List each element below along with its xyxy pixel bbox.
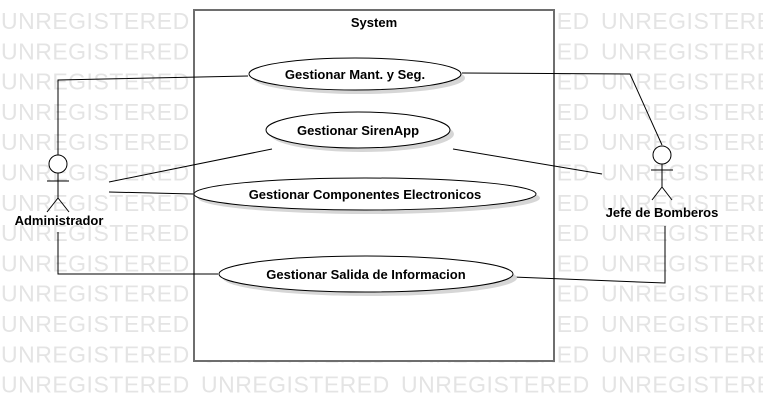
watermark-text: UNREGISTERED <box>1 250 190 276</box>
use-case-mant-label: Gestionar Mant. y Seg. <box>285 67 425 82</box>
use-case-mant[interactable]: Gestionar Mant. y Seg. <box>248 57 465 94</box>
watermark-text: UNREGISTERED <box>1 99 190 125</box>
actor-jefe-de-bomberos[interactable]: Jefe de Bomberos <box>606 145 719 220</box>
watermark-text: UNREGISTERED <box>601 69 763 95</box>
association-admin-siren[interactable] <box>108 148 273 183</box>
association-admin-componentes[interactable] <box>108 191 194 195</box>
watermark-text: UNREGISTERED <box>601 8 763 34</box>
watermark-text: UNREGISTERED <box>601 190 763 216</box>
use-case-componentes-label: Gestionar Componentes Electronicos <box>249 187 482 202</box>
watermark-text: UNREGISTERED <box>401 372 590 398</box>
use-case-componentes-ellipse[interactable] <box>193 177 537 211</box>
watermark-text: UNREGISTERED <box>1 129 190 155</box>
watermark-text: UNREGISTERED <box>1 8 190 34</box>
watermark-text: UNREGISTERED <box>1 69 190 95</box>
use-case-sirenapp-label: Gestionar SirenApp <box>297 123 419 138</box>
watermark-text: UNREGISTERED <box>1 311 190 337</box>
watermark-text: UNREGISTERED <box>601 38 763 64</box>
association-admin-mant[interactable] <box>57 75 249 155</box>
watermark-text: UNREGISTERED <box>601 281 763 307</box>
system-title: System <box>351 15 397 30</box>
use-case-salida-ellipse[interactable] <box>218 255 514 293</box>
watermark-text: UNREGISTERED <box>601 160 763 186</box>
watermark-text: UNREGISTERED <box>1 281 190 307</box>
association-jefe-salida[interactable] <box>512 226 666 284</box>
watermark-text: UNREGISTERED <box>1 372 190 398</box>
watermark-text: UNREGISTERED <box>1 190 190 216</box>
use-case-sirenapp[interactable]: Gestionar SirenApp <box>265 111 454 152</box>
watermark-text: UNREGISTERED <box>601 311 763 337</box>
association-admin-salida[interactable] <box>57 232 218 275</box>
use-case-salida[interactable]: Gestionar Salida de Informacion <box>218 255 517 296</box>
watermark-text: UNREGISTERED <box>1 220 190 246</box>
association-jefe-siren[interactable] <box>452 148 603 175</box>
watermark-text: UNREGISTERED <box>1 160 190 186</box>
use-case-sirenapp-ellipse[interactable] <box>265 111 451 149</box>
watermark-text: UNREGISTERED <box>601 341 763 367</box>
watermark-text: UNREGISTERED <box>601 99 763 125</box>
actor-administrador-label: Administrador <box>15 213 104 228</box>
association-jefe-mant[interactable] <box>461 72 663 146</box>
use-case-salida-label: Gestionar Salida de Informacion <box>266 267 465 282</box>
actor-administrador-head <box>48 154 68 174</box>
actor-administrador[interactable]: Administrador <box>15 154 104 228</box>
associations <box>57 72 666 284</box>
actor-jefe-head <box>652 145 672 165</box>
watermark-text: UNREGISTERED <box>1 38 190 64</box>
watermark-text: UNREGISTERED <box>201 372 390 398</box>
watermark-text: UNREGISTERED <box>601 220 763 246</box>
use-case-mant-ellipse[interactable] <box>248 57 462 91</box>
watermark-text: UNREGISTERED <box>1 341 190 367</box>
watermark-text: UNREGISTERED <box>601 129 763 155</box>
use-case-componentes[interactable]: Gestionar Componentes Electronicos <box>193 177 540 214</box>
watermark-text: UNREGISTERED <box>601 250 763 276</box>
watermark-text: UNREGISTERED <box>601 372 763 398</box>
actor-jefe-label: Jefe de Bomberos <box>606 205 719 220</box>
